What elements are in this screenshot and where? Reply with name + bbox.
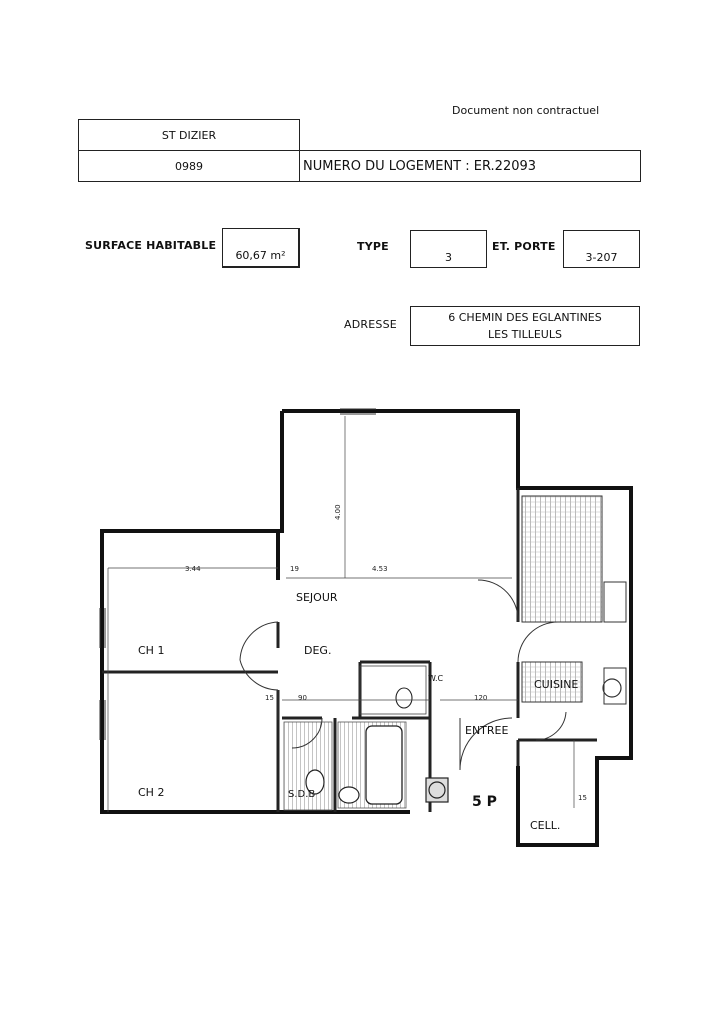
dim-label-453: 4.53 bbox=[372, 565, 388, 573]
disclaimer-note: Document non contractuel bbox=[452, 104, 600, 117]
surface-label: SURFACE HABITABLE bbox=[85, 239, 217, 252]
code-cell: 0989 bbox=[78, 150, 300, 182]
wc-area bbox=[359, 665, 427, 715]
kitchen-stove bbox=[603, 667, 627, 705]
room-labels: SEJOUR DEG. CH 1 CH 2 S.D.B CUISINE ENTR… bbox=[138, 591, 578, 832]
room-label-sdb: S.D.B bbox=[288, 789, 315, 800]
numero-logement-cell: NUMERO DU LOGEMENT : ER.22093 bbox=[299, 150, 641, 182]
room-label-sejour: SEJOUR bbox=[296, 591, 338, 604]
porte-value: 3-207 bbox=[585, 251, 618, 264]
kitchen-hob-icon bbox=[602, 678, 622, 698]
porte-label: ET. PORTE bbox=[492, 240, 556, 253]
room-label-entree: ENTREE bbox=[465, 724, 508, 737]
header-empty-cell bbox=[299, 119, 640, 151]
room-label-deg: DEG. bbox=[304, 644, 331, 657]
bathtub-icon bbox=[365, 725, 403, 805]
adresse-label: ADRESSE bbox=[344, 318, 397, 331]
surface-value: 60,67 m² bbox=[235, 249, 286, 262]
header-table: ST DIZIER 0989 NUMERO DU LOGEMENT : ER.2… bbox=[78, 119, 641, 182]
room-label-wc: W.C bbox=[428, 674, 444, 683]
kitchen-counter bbox=[521, 495, 603, 623]
dimension-labels: 4.00 4.53 19 3.44 15 90 120 15 bbox=[185, 504, 587, 802]
dim-label-344: 3.44 bbox=[185, 565, 201, 573]
room-label-ch1: CH 1 bbox=[138, 644, 164, 657]
door-swings bbox=[239, 579, 567, 771]
room-label-cuisine: CUISINE bbox=[534, 678, 578, 691]
dim-label-90: 90 bbox=[298, 694, 307, 702]
windows bbox=[99, 408, 376, 740]
exterior-walls bbox=[100, 409, 633, 847]
dimension-lines bbox=[107, 416, 575, 812]
surface-value-box: 60,67 m² bbox=[222, 228, 300, 268]
bathroom-floor bbox=[283, 721, 333, 811]
kitchen-cabinet bbox=[603, 581, 627, 623]
room-label-cell: CELL. bbox=[530, 819, 560, 832]
type-value-box: 3 bbox=[410, 230, 487, 268]
dim-label-120: 120 bbox=[474, 694, 487, 702]
type-label: TYPE bbox=[357, 240, 389, 253]
dim-label-15b: 15 bbox=[578, 794, 587, 802]
dim-label-400: 4.00 bbox=[334, 504, 342, 520]
wc-toilet-icon bbox=[395, 687, 413, 709]
dim-label-19: 19 bbox=[290, 565, 299, 573]
kitchen-counter-lower bbox=[521, 661, 583, 703]
adresse-box: 6 CHEMIN DES EGLANTINES LES TILLEULS bbox=[410, 306, 640, 346]
porte-value-box: 3-207 bbox=[563, 230, 640, 268]
type-value: 3 bbox=[445, 251, 452, 264]
room-label-ch2: CH 2 bbox=[138, 786, 164, 799]
dim-label-15a: 15 bbox=[265, 694, 274, 702]
toilet-icon bbox=[305, 769, 325, 795]
adresse-line2: LES TILLEULS bbox=[488, 328, 562, 341]
sink-icon bbox=[338, 786, 360, 804]
plan-stamp: 5 P bbox=[472, 794, 497, 810]
adresse-line1: 6 CHEMIN DES EGLANTINES bbox=[448, 311, 602, 324]
water-heater-circle bbox=[428, 781, 446, 799]
city-cell: ST DIZIER bbox=[78, 119, 300, 151]
